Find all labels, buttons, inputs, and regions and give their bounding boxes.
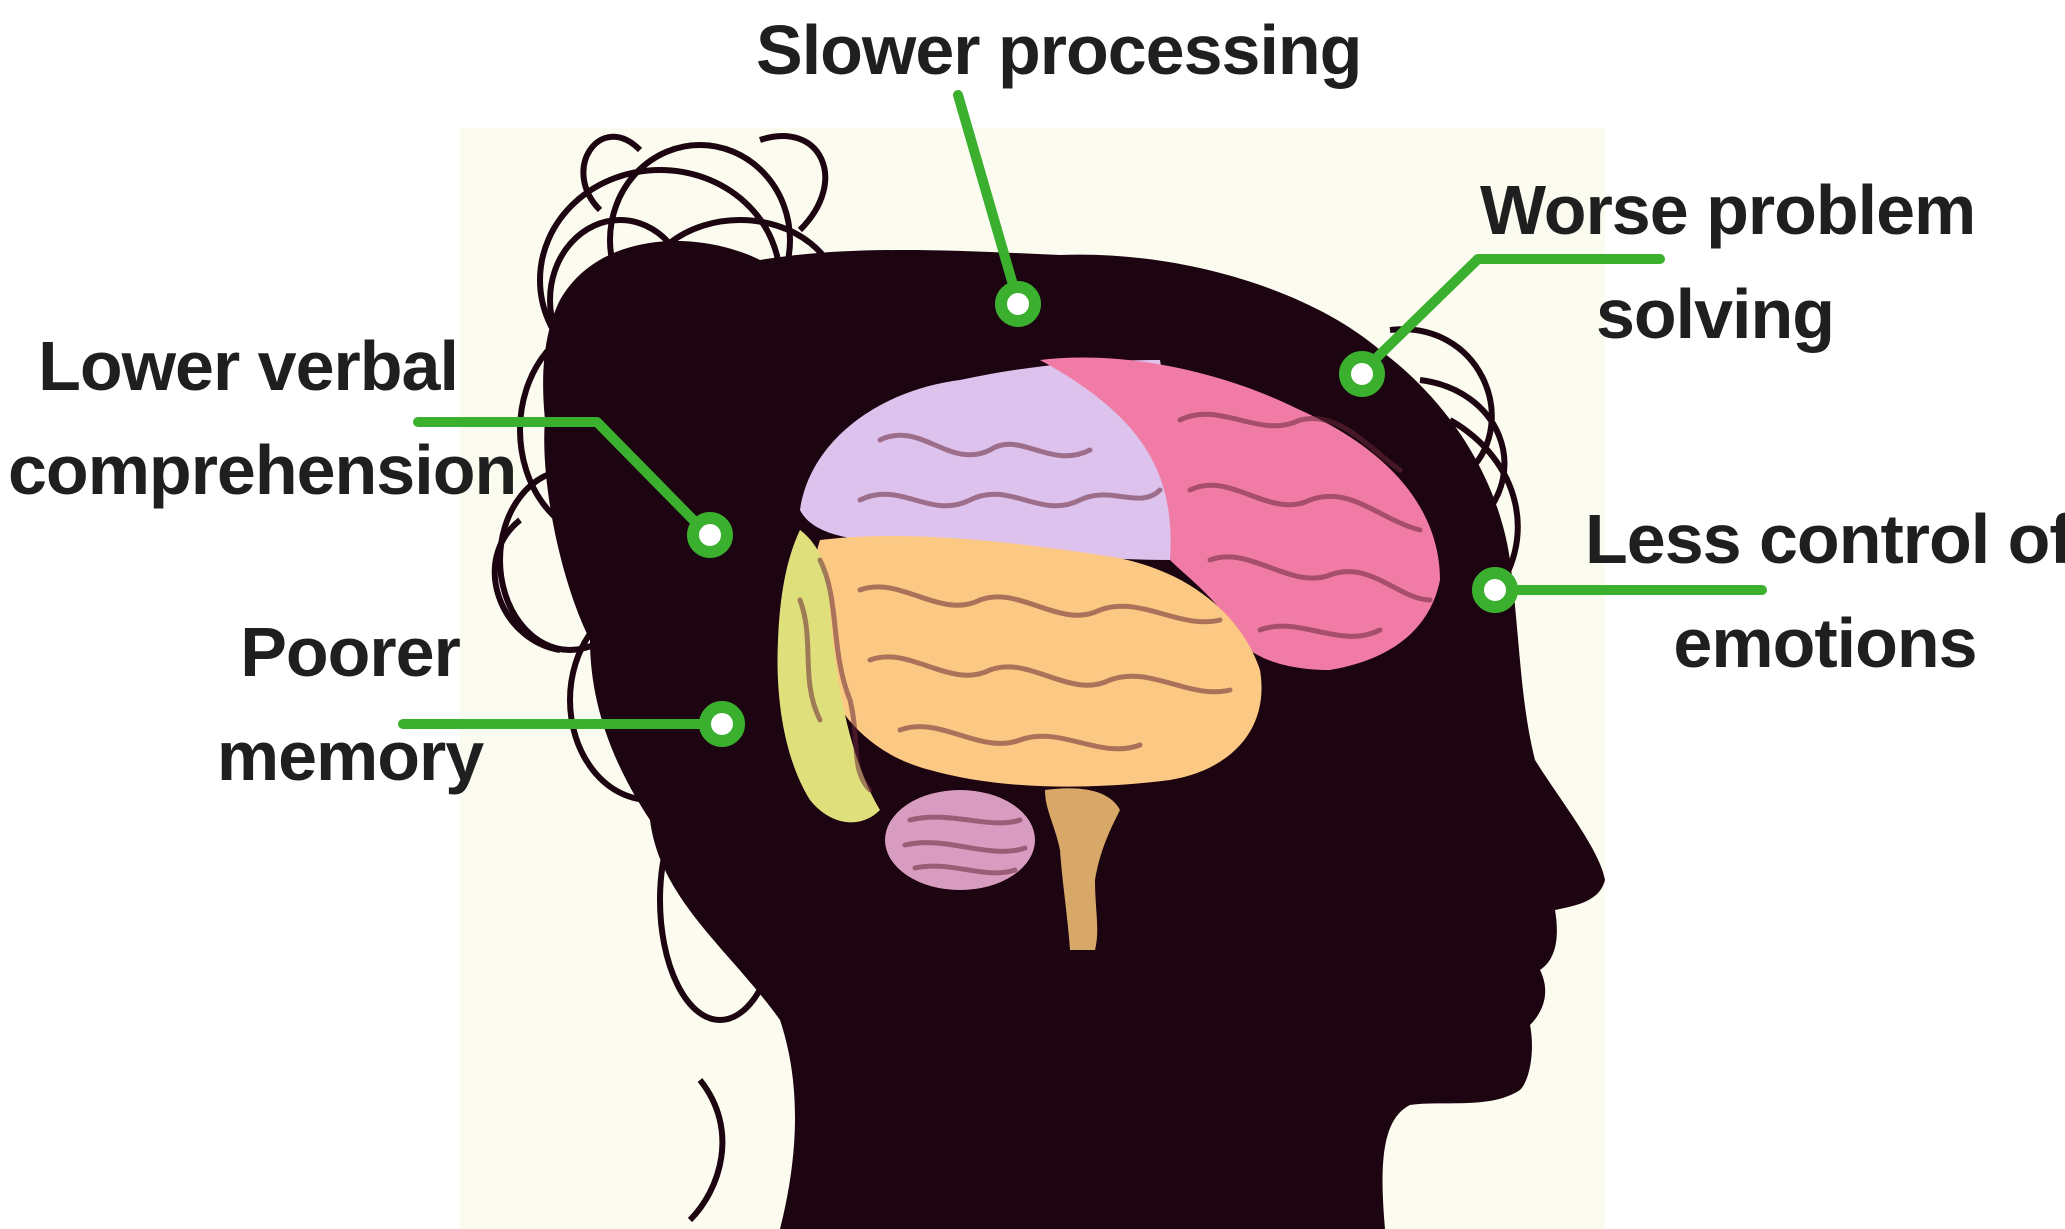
dot-less-control-of-emotions	[1478, 573, 1512, 607]
label-worse-problem-solving-line-2: solving	[1480, 262, 1950, 366]
label-lower-verbal-comprehension: Lower verbal comprehension	[8, 314, 488, 522]
label-less-control-of-emotions: Less control of emotions	[1585, 487, 2065, 695]
label-worse-problem-solving: Worse problem solving	[1480, 158, 1950, 366]
label-less-control-of-emotions-line-2: emotions	[1585, 591, 2065, 695]
label-poorer-memory: Poorer memory	[200, 600, 500, 808]
label-lower-verbal-comprehension-line-1: Lower verbal	[8, 314, 488, 418]
dot-poorer-memory	[705, 707, 739, 741]
label-slower-processing-line-1: Slower processing	[756, 0, 1361, 102]
label-worse-problem-solving-line-1: Worse problem	[1480, 158, 1950, 262]
dot-lower-verbal-comprehension	[693, 518, 727, 552]
label-poorer-memory-line-1: Poorer	[200, 600, 500, 704]
label-poorer-memory-line-2: memory	[200, 704, 500, 808]
dot-worse-problem-solving	[1345, 357, 1379, 391]
label-less-control-of-emotions-line-1: Less control of	[1585, 487, 2065, 591]
brain-cerebellum	[885, 790, 1035, 890]
label-slower-processing: Slower processing	[756, 0, 1361, 102]
dot-slower-processing	[1001, 287, 1035, 321]
label-lower-verbal-comprehension-line-2: comprehension	[8, 418, 488, 522]
